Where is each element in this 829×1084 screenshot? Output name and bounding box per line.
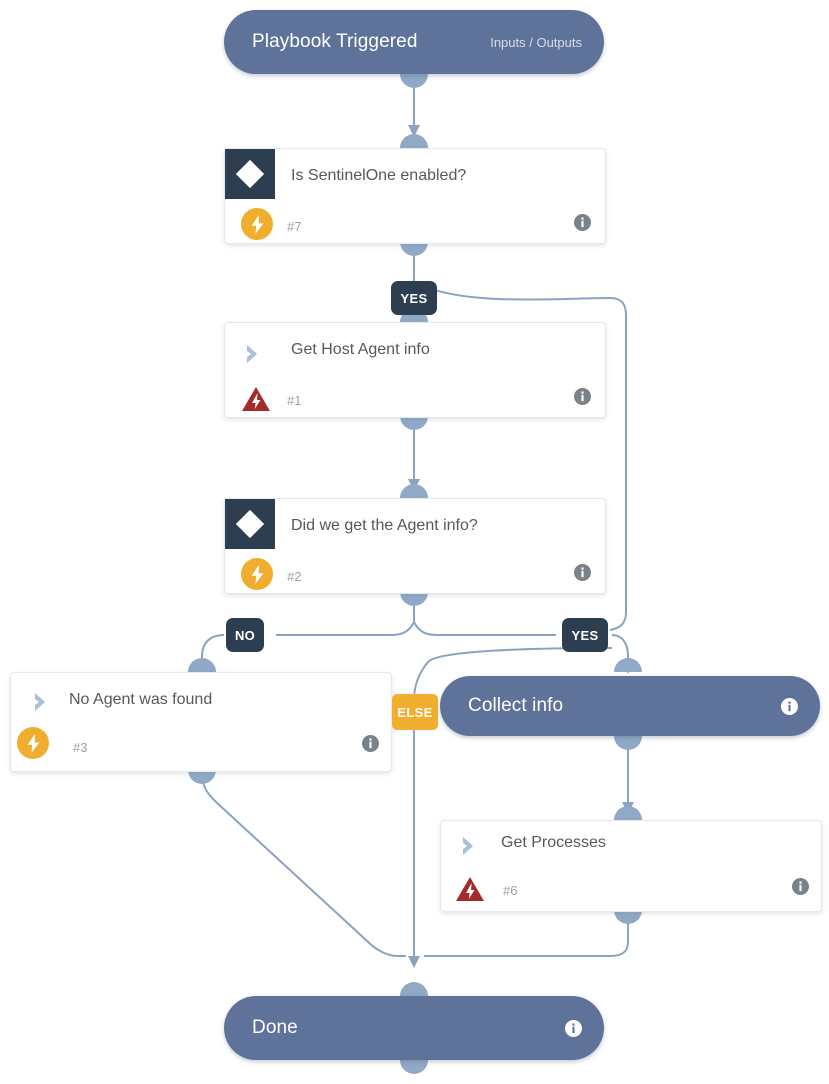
node-no-agent-was-found[interactable]: No Agent was found #3 xyxy=(10,672,392,772)
branch-label-yes-sentinelone[interactable]: YES xyxy=(391,281,437,315)
node-did-we-get-agent-info[interactable]: Did we get the Agent info? #2 xyxy=(224,498,606,594)
node-title: Playbook Triggered xyxy=(252,31,418,52)
bolt-circle-icon xyxy=(241,208,273,240)
info-icon[interactable] xyxy=(362,735,379,757)
node-done[interactable]: Done xyxy=(224,996,604,1060)
branch-label-no-agent-info[interactable]: NO xyxy=(226,618,264,652)
warning-triangle-icon xyxy=(241,385,271,413)
info-icon[interactable] xyxy=(565,1019,582,1037)
warning-triangle-icon xyxy=(455,875,485,903)
card-header: Get Host Agent info xyxy=(225,323,605,381)
diamond-icon xyxy=(225,499,275,549)
card-footer: #6 xyxy=(441,873,821,909)
card-header: Did we get the Agent info? xyxy=(225,499,605,557)
info-icon[interactable] xyxy=(574,564,591,586)
card-header: Get Processes xyxy=(441,821,821,873)
node-is-sentinelone-enabled[interactable]: Is SentinelOne enabled? #7 xyxy=(224,148,606,244)
node-number: #1 xyxy=(287,393,302,408)
node-title: Get Processes xyxy=(501,834,606,851)
chevron-icon xyxy=(243,343,265,365)
bolt-circle-icon xyxy=(17,727,49,759)
node-title: Done xyxy=(252,1017,298,1038)
node-number: #2 xyxy=(287,569,302,584)
card-header: No Agent was found xyxy=(11,673,391,731)
node-number: #6 xyxy=(503,883,518,898)
node-title: No Agent was found xyxy=(69,691,213,708)
card-footer: #1 xyxy=(225,381,605,417)
node-playbook-triggered[interactable]: Playbook Triggered Inputs / Outputs xyxy=(224,10,604,74)
branch-label-else-agent-info[interactable]: ELSE xyxy=(392,694,438,730)
diamond-icon xyxy=(225,149,275,199)
card-footer: #3 xyxy=(11,727,391,767)
node-number: #7 xyxy=(287,219,302,234)
info-icon[interactable] xyxy=(574,388,591,410)
node-get-host-agent-info[interactable]: Get Host Agent info #1 xyxy=(224,322,606,418)
card-footer: #2 xyxy=(225,557,605,593)
inputs-outputs-label: Inputs / Outputs xyxy=(490,34,582,50)
node-title: Did we get the Agent info? xyxy=(291,517,478,534)
chevron-icon xyxy=(459,835,481,857)
chevron-icon xyxy=(31,691,53,713)
node-get-processes[interactable]: Get Processes #6 xyxy=(440,820,822,912)
node-title: Get Host Agent info xyxy=(291,341,430,358)
info-icon[interactable] xyxy=(792,878,809,900)
bolt-circle-icon xyxy=(241,558,273,590)
node-collect-info[interactable]: Collect info xyxy=(440,676,820,736)
card-footer: #7 xyxy=(225,207,605,243)
branch-label-yes-agent-info[interactable]: YES xyxy=(562,618,608,652)
card-header: Is SentinelOne enabled? xyxy=(225,149,605,207)
lightning-bolt-glyph xyxy=(251,214,263,234)
node-number: #3 xyxy=(73,740,88,755)
info-icon[interactable] xyxy=(574,214,591,236)
node-title: Is SentinelOne enabled? xyxy=(291,167,467,184)
info-icon[interactable] xyxy=(781,697,798,715)
node-title: Collect info xyxy=(468,695,564,716)
